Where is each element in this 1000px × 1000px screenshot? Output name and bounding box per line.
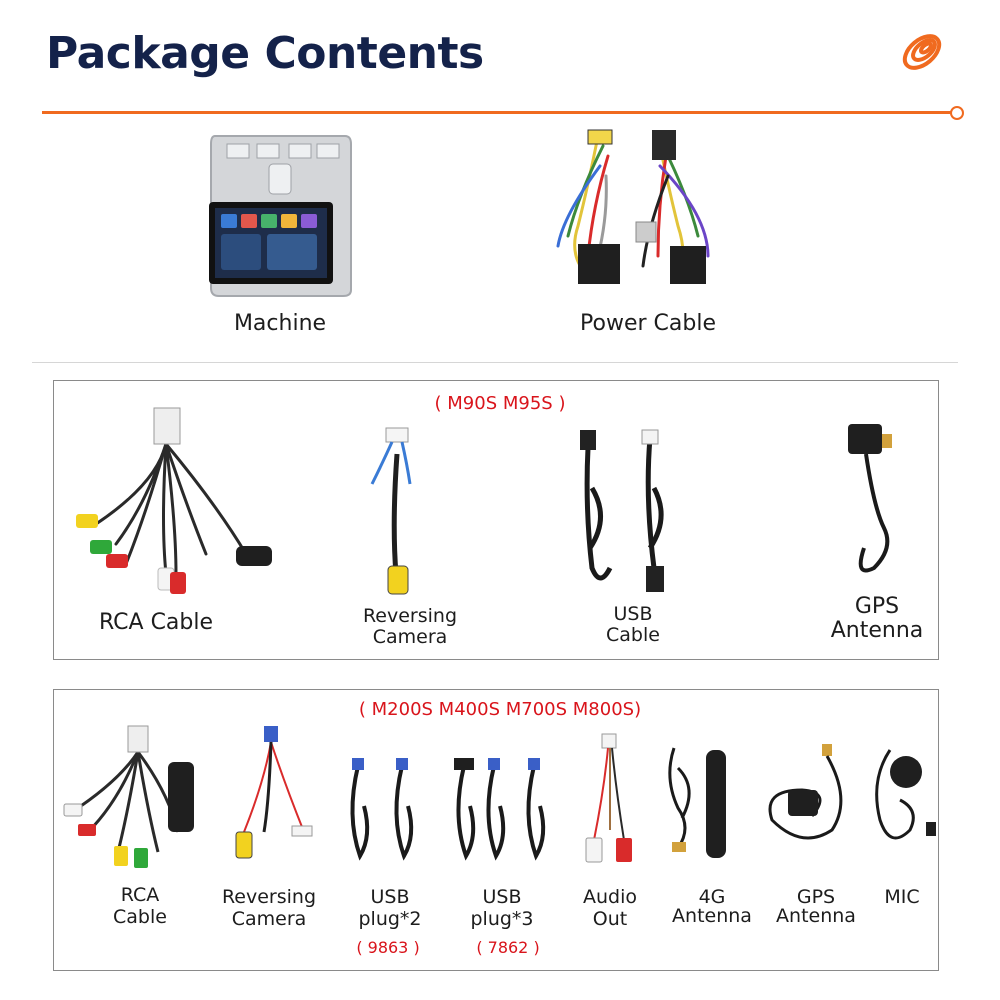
usb-plug-3-label-1: USB [482, 886, 522, 908]
rca-cable-2-label-1: RCA [120, 884, 160, 906]
gps-antenna-image [844, 418, 904, 583]
header-divider [42, 111, 952, 114]
rca-cable-label: RCA Cable [98, 610, 214, 635]
section2-models: ( M200S M400S M700S M800S) [358, 699, 642, 720]
usb-plug-3-image [450, 756, 560, 866]
mic-label: MIC [884, 886, 920, 908]
usb-cable-image [570, 428, 690, 598]
gps-antenna-2-label-1: GPS [796, 886, 836, 908]
reversing-camera-2-image [224, 722, 324, 872]
reversing-camera-label-1: Reversing [362, 605, 458, 627]
usb-plug-2-image [342, 756, 432, 866]
reversing-camera-label-2: Camera [372, 626, 448, 648]
mic-image [860, 740, 940, 864]
4g-antenna-image [664, 738, 744, 862]
section1-models: ( M90S M95S ) [434, 393, 566, 414]
page-title: Package Contents [46, 28, 484, 79]
audio-out-image [574, 730, 646, 870]
rca-cable-2-image [58, 722, 198, 872]
usb-cable-label-1: USB [613, 603, 653, 625]
brand-logo-icon [896, 26, 948, 78]
usb-plug-3-label-2: plug*3 [470, 908, 534, 930]
machine-image [205, 130, 355, 300]
reversing-camera-2-label-1: Reversing [221, 886, 317, 908]
usb-cable-label-2: Cable [606, 624, 660, 646]
reversing-camera-image [362, 424, 432, 604]
gps-antenna-2-image [762, 740, 862, 864]
usb-plug-3-note: ( 7862 ) [476, 938, 540, 957]
gps-antenna-2-label-2: Antenna [776, 905, 856, 927]
reversing-camera-2-label-2: Camera [231, 908, 307, 930]
section-m200s-box [53, 689, 939, 971]
header-divider-dot [950, 106, 964, 120]
usb-plug-2-label-1: USB [370, 886, 410, 908]
audio-out-label-1: Audio [582, 886, 637, 908]
power-cable-image [548, 126, 728, 296]
rca-cable-2-label-2: Cable [113, 906, 167, 928]
audio-out-label-2: Out [592, 908, 628, 930]
4g-antenna-label-1: 4G [698, 886, 726, 908]
machine-label: Machine [233, 311, 327, 336]
power-cable-label: Power Cable [580, 311, 716, 336]
section-divider [32, 362, 958, 363]
gps-antenna-label-1: GPS [854, 594, 900, 619]
usb-plug-2-note: ( 9863 ) [356, 938, 420, 957]
section-m90s-box [53, 380, 939, 660]
usb-plug-2-label-2: plug*2 [358, 908, 422, 930]
rca-cable-image [66, 404, 276, 600]
gps-antenna-label-2: Antenna [830, 618, 924, 643]
4g-antenna-label-2: Antenna [672, 905, 752, 927]
